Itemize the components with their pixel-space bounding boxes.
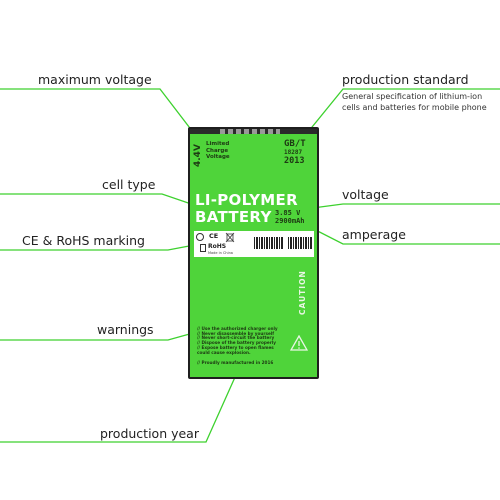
capacity-value: 2900mAh	[275, 217, 305, 225]
pointer-cell-type	[0, 193, 201, 208]
cell-type-line1: LI-POLYMER	[195, 191, 298, 209]
cell-type-line2: BATTERY	[195, 208, 272, 226]
made-in: Made in China	[208, 251, 233, 255]
standard-number: 18287	[284, 149, 303, 156]
standard-code: GB/T	[284, 139, 306, 149]
pointer-voltage	[289, 203, 500, 212]
label-cell-type: cell type	[102, 177, 156, 192]
label-amperage: amperage	[342, 227, 406, 242]
battery-contacts	[220, 129, 280, 134]
manufactured-year: // Proudly manufactured in 2016	[197, 360, 274, 365]
pointer-max-voltage	[0, 88, 197, 137]
label-warnings: warnings	[97, 322, 154, 337]
voltage-value: 3.85 V	[275, 209, 301, 217]
battery-top-strip	[190, 129, 317, 134]
battery: 4.4V Limited Charge Voltage GB/T 18287 2…	[188, 127, 319, 379]
standard-desc-line2: cells and batteries for mobile phone	[342, 103, 487, 112]
rohs-mark: RoHS	[208, 243, 227, 250]
label-voltage: voltage	[342, 187, 389, 202]
warning-triangle-icon	[290, 335, 308, 351]
label-ce-rohs-marking: CE & RoHS marking	[22, 233, 145, 248]
standard-desc-line1: General specification of lithium-ion	[342, 92, 483, 101]
ce-mark: CE	[209, 232, 219, 240]
standard-year: 2013	[284, 156, 305, 166]
caution-text: CAUTION	[298, 270, 307, 315]
label-production-standard: production standard	[342, 72, 469, 87]
label-maximum-voltage: maximum voltage	[38, 72, 152, 87]
max-voltage-value: 4.4V	[193, 144, 203, 167]
pointer-production-standard	[307, 88, 500, 133]
limited-charge-voltage: Limited Charge Voltage	[206, 141, 230, 160]
barcode	[288, 237, 312, 249]
marking-strip: CE RoHS Made in China	[194, 231, 314, 257]
battery-symbol-icon	[200, 244, 206, 252]
warnings-list: // Use the authorized charger only // Ne…	[197, 326, 278, 355]
crossed-bin-icon	[225, 232, 235, 243]
pointer-production-year	[0, 365, 241, 443]
recycle-icon	[196, 233, 204, 241]
barcode	[254, 237, 284, 249]
label-production-year: production year	[100, 426, 199, 441]
